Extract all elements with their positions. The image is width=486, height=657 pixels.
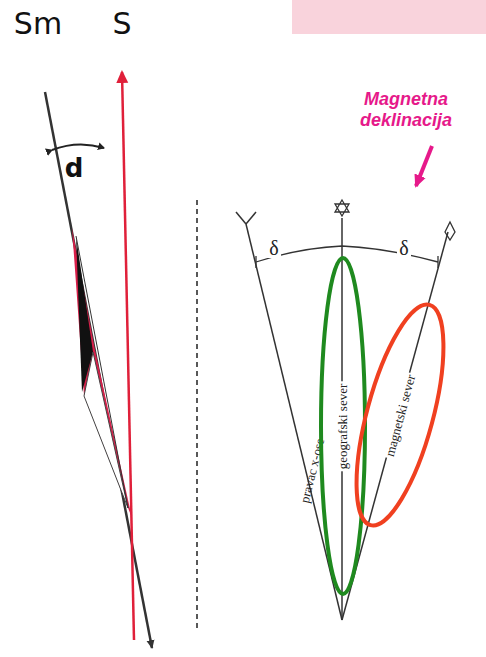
label: d	[65, 155, 84, 181]
label: δ	[397, 238, 410, 258]
arrow-symbol	[445, 222, 455, 240]
x-axis-line	[246, 224, 342, 620]
highlight-ellipse: magnetski sever	[345, 295, 455, 535]
north-arrow	[122, 72, 134, 640]
tick	[437, 256, 438, 268]
y-symbol	[236, 212, 246, 224]
tick	[255, 256, 256, 268]
highlight-ellipse: geografski sever	[318, 256, 368, 596]
pointer-arrow	[416, 146, 432, 186]
magnetic-line	[45, 92, 152, 648]
needle-axis	[76, 236, 128, 508]
header-bar	[292, 0, 486, 34]
ellipse	[339, 296, 462, 533]
needle-outline	[72, 228, 132, 518]
label: Sm	[14, 9, 62, 39]
needle-light	[84, 352, 128, 508]
star-symbol	[335, 200, 349, 216]
label: S	[112, 9, 131, 39]
separator	[196, 200, 198, 630]
declination-arc	[52, 144, 104, 150]
label: Magnetna deklinacija	[336, 89, 476, 130]
y-symbol	[246, 212, 256, 224]
ellipse	[321, 258, 365, 594]
axis-label: magnetski sever	[382, 371, 417, 459]
axis-label: geografski sever	[337, 381, 350, 471]
label: δ	[267, 238, 280, 258]
